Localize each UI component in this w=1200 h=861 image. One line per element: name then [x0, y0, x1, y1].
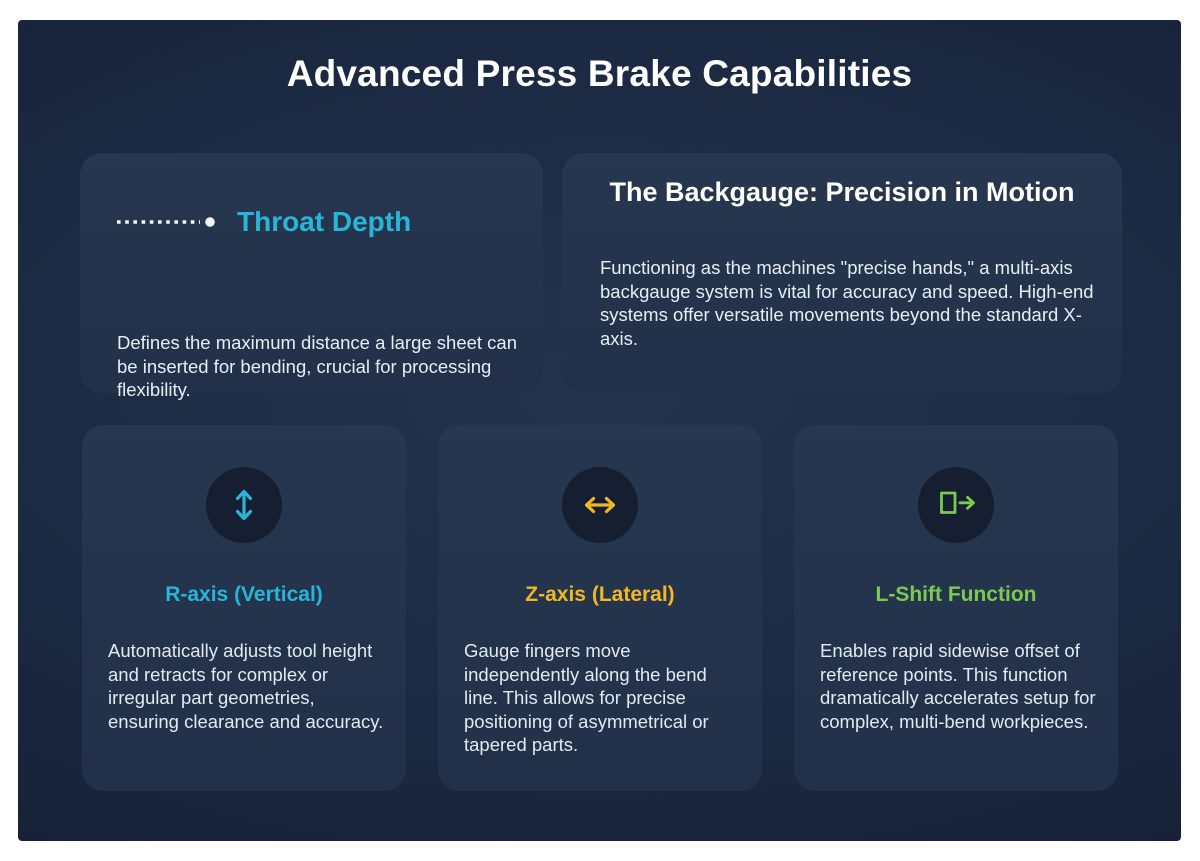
- backgauge-title: The Backgauge: Precision in Motion: [609, 177, 1075, 207]
- throat-depth-title: Throat Depth: [237, 206, 412, 237]
- axis-card-title: R-axis (Vertical): [165, 583, 323, 606]
- page-title: Advanced Press Brake Capabilities: [286, 53, 913, 94]
- throat-depth-card: Throat Depth Defines the maximum distanc…: [80, 153, 543, 400]
- vertical-double-arrow-icon: [206, 467, 282, 543]
- backgauge-card: The Backgauge: Precision in Motion Funct…: [562, 153, 1122, 393]
- r-axis-card: R-axis (Vertical) Automatically adjusts …: [82, 425, 406, 791]
- l-shift-card: L-Shift Function Enables rapid sidewise …: [794, 425, 1118, 791]
- rect-shift-right-icon: [918, 467, 994, 543]
- axis-card-title: Z-axis (Lateral): [525, 583, 675, 606]
- horizontal-double-arrow-icon: [562, 467, 638, 543]
- axis-card-body: Automatically adjusts tool height and re…: [108, 640, 384, 732]
- axis-card-title: L-Shift Function: [875, 583, 1037, 606]
- infographic-panel: Advanced Press Brake Capabilities Throat…: [18, 20, 1181, 841]
- backgauge-body: Functioning as the machines "precise han…: [600, 257, 1094, 349]
- dotted-measure-icon: [117, 217, 215, 227]
- axis-card-body: Enables rapid sidewise offset of referen…: [820, 640, 1096, 732]
- z-axis-card: Z-axis (Lateral) Gauge fingers move inde…: [438, 425, 762, 791]
- throat-depth-body: Defines the maximum distance a large she…: [117, 332, 518, 400]
- axis-card-body: Gauge fingers move independently along t…: [464, 640, 709, 755]
- throat-depth-header: Throat Depth: [116, 203, 411, 241]
